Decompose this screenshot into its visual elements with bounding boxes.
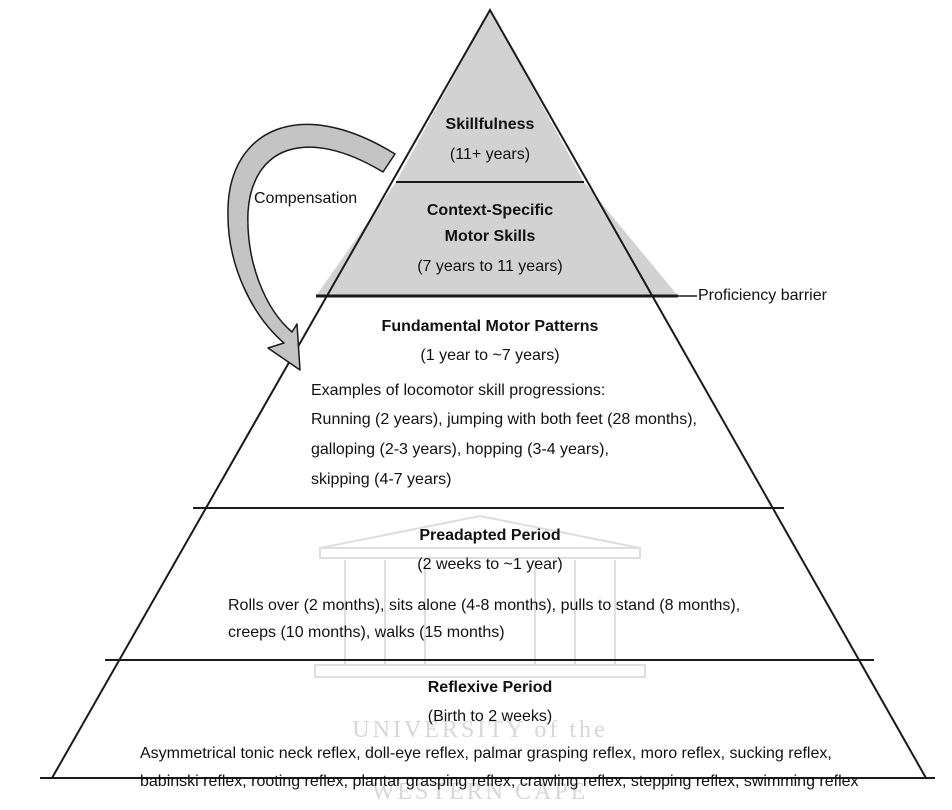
compensation-label: Compensation	[254, 190, 358, 207]
university-crest-watermark	[314, 514, 646, 678]
fundamental-age: (1 year to ~7 years)	[420, 347, 560, 364]
context-title-line2: Motor Skills	[444, 228, 536, 245]
context-specific-tier	[316, 182, 678, 296]
fundamental-example-line: skipping (4-7 years)	[311, 471, 452, 488]
proficiency-barrier-label: Proficiency barrier	[698, 287, 827, 304]
watermark-line2: WESTERN CAPE	[371, 779, 589, 805]
fundamental-title: Fundamental Motor Patterns	[381, 318, 599, 335]
context-age: (7 years to 11 years)	[417, 258, 563, 275]
fundamental-example-line: galloping (2-3 years), hopping (3-4 year…	[311, 441, 609, 458]
fundamental-example-line: Examples of locomotor skill progressions…	[311, 382, 606, 399]
preadapted-title: Preadapted Period	[419, 527, 561, 544]
compensation-arrow	[227, 123, 396, 371]
watermark-line1: UNIVERSITY of the	[352, 717, 608, 743]
reflexive-example-line: babinski reflex, rooting reflex, plantar…	[140, 773, 859, 790]
reflexive-example-line: Asymmetrical tonic neck reflex, doll-eye…	[140, 745, 832, 762]
preadapted-example-line: Rolls over (2 months), sits alone (4-8 m…	[228, 597, 741, 614]
context-title-line1: Context-Specific	[426, 202, 554, 219]
skillfulness-title: Skillfulness	[445, 116, 535, 133]
reflexive-age: (Birth to 2 weeks)	[427, 708, 553, 725]
preadapted-example-line: creeps (10 months), walks (15 months)	[228, 624, 505, 641]
preadapted-age: (2 weeks to ~1 year)	[417, 556, 563, 573]
reflexive-title: Reflexive Period	[427, 679, 553, 696]
fundamental-example-line: Running (2 years), jumping with both fee…	[311, 411, 697, 428]
skillfulness-age: (11+ years)	[449, 146, 531, 163]
skillfulness-tier	[396, 10, 584, 182]
